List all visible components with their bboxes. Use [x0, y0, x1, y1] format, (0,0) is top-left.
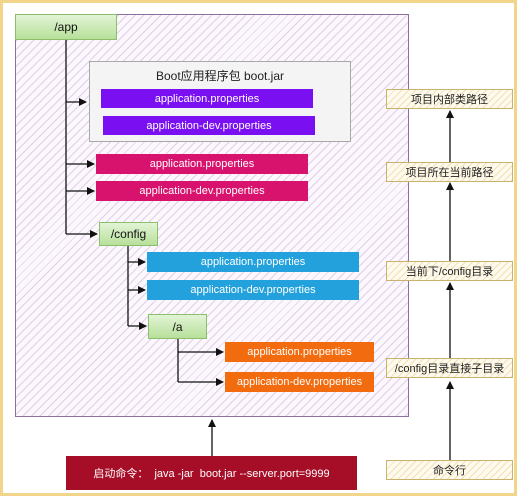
file-label: application.properties	[247, 346, 352, 358]
config-folder-label: /config	[110, 227, 147, 241]
boot-jar-title: Boot应用程序包 boot.jar	[155, 69, 285, 83]
legend-label: /config目录直接子目录	[394, 363, 505, 375]
file-label: application.properties	[154, 92, 260, 105]
file-label: application.properties	[200, 256, 306, 268]
legend-item-config-dir: 当前下/config目录	[386, 261, 513, 281]
legend-label: 项目内部类路径	[411, 94, 488, 106]
file-label: application-dev.properties	[146, 119, 272, 132]
file-label: application-dev.properties	[236, 376, 363, 388]
a-folder-label: /a	[172, 319, 183, 334]
legend-label: 命令行	[433, 465, 466, 477]
legend-label: 当前下/config目录	[405, 266, 494, 278]
a-file-application: application.properties	[225, 342, 374, 362]
file-label: application.properties	[149, 158, 255, 170]
file-label: application-dev.properties	[190, 284, 316, 296]
startup-command-text: 启动命令： java -jar boot.jar --server.port=9…	[93, 468, 330, 480]
config-file-application-dev: application-dev.properties	[147, 280, 359, 300]
legend-item-command-line: 命令行	[386, 460, 513, 480]
legend-item-current-path: 项目所在当前路径	[386, 162, 513, 182]
boot-jar-file-application: application.properties	[101, 89, 313, 108]
legend-label: 项目所在当前路径	[405, 167, 494, 179]
config-folder: /config	[99, 222, 158, 246]
app-file-application: application.properties	[96, 154, 308, 174]
boot-jar-file-application-dev: application-dev.properties	[103, 116, 315, 135]
legend-item-classpath: 项目内部类路径	[386, 89, 513, 109]
startup-command-box: 启动命令： java -jar boot.jar --server.port=9…	[66, 456, 357, 490]
app-folder: /app	[15, 14, 117, 40]
a-folder: /a	[148, 314, 207, 339]
file-label: application-dev.properties	[139, 185, 265, 197]
legend-item-config-subdir: /config目录直接子目录	[386, 358, 513, 378]
a-file-application-dev: application-dev.properties	[225, 372, 374, 392]
app-file-application-dev: application-dev.properties	[96, 181, 308, 201]
app-folder-label: /app	[54, 20, 78, 34]
config-file-application: application.properties	[147, 252, 359, 272]
